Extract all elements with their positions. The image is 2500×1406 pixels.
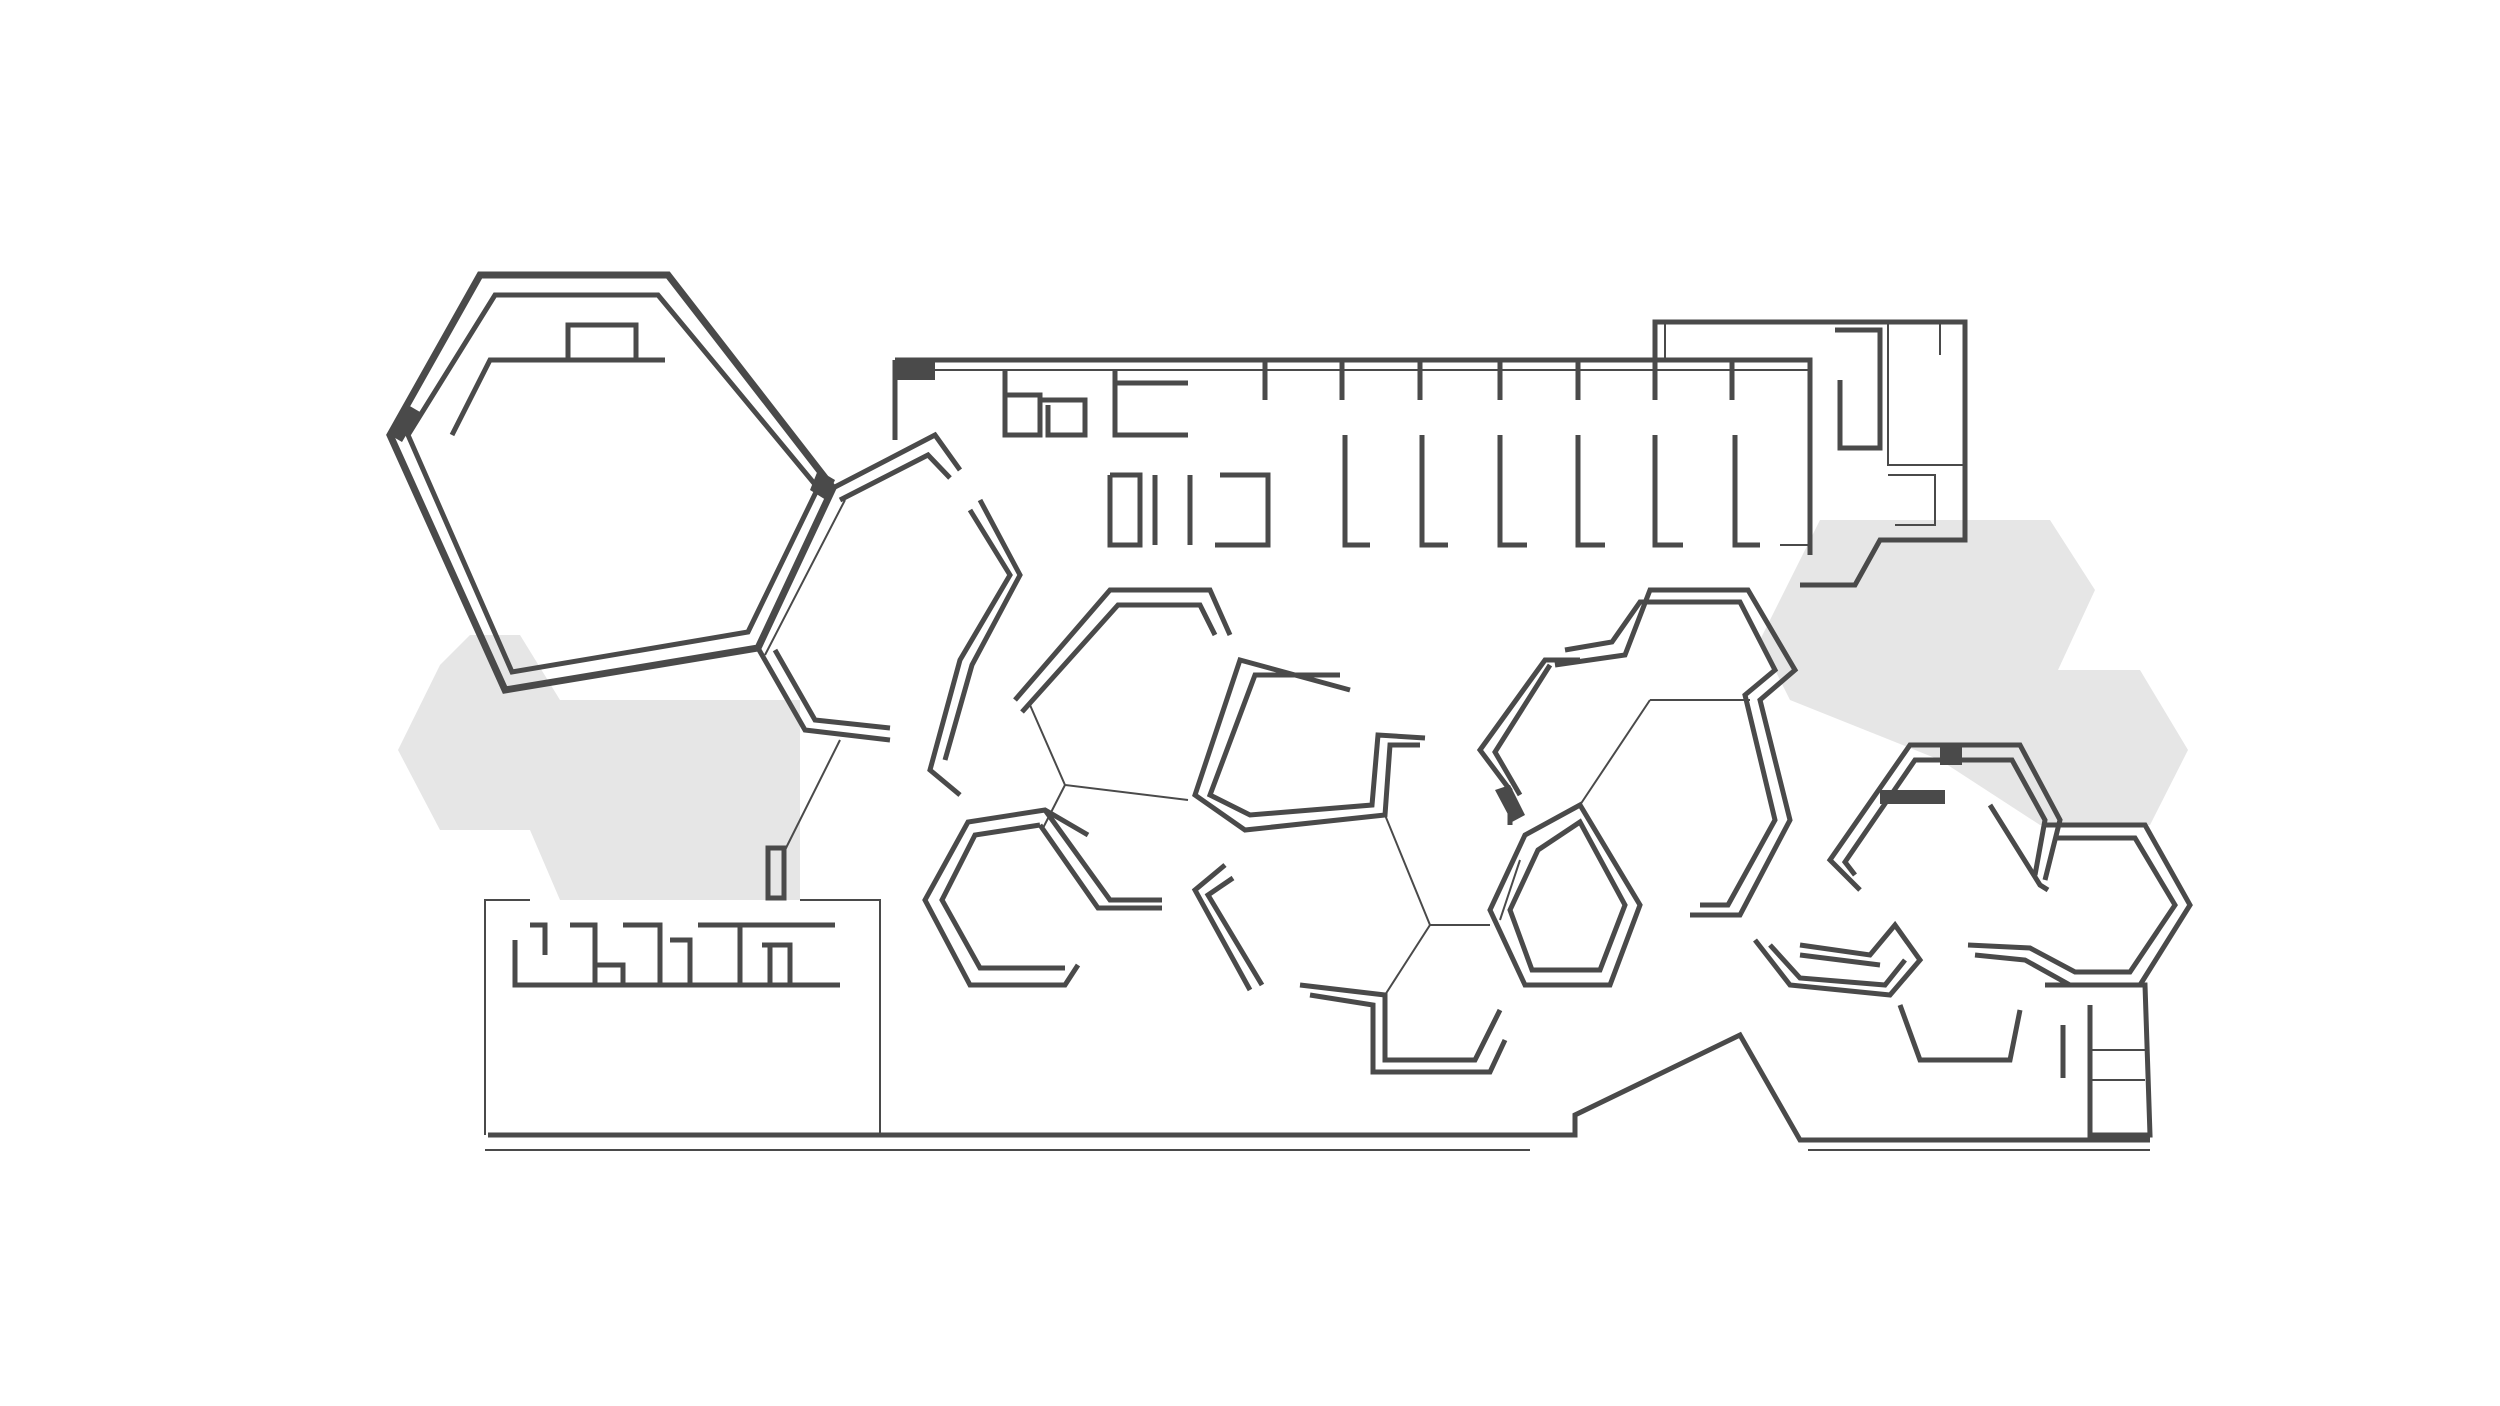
south-block-room-7 [762, 942, 793, 985]
classroom-wing-outline [895, 319, 1968, 588]
shaded-areas [398, 520, 2188, 900]
service-room-3 [1888, 474, 1936, 526]
pod-5-glazing [1579, 699, 1651, 806]
pod-1-inner-wall [942, 498, 1023, 761]
pod-7-partition [1987, 803, 2050, 893]
wc-block-2 [1040, 397, 1088, 438]
pod-4-west-wall [1191, 863, 1253, 992]
classroom-6 [1652, 435, 1683, 548]
site-boundary [485, 1031, 2150, 1151]
hexagon-hall-niche [565, 322, 639, 363]
link-corridor-door [765, 845, 787, 901]
pod-3-inner-wall [1206, 672, 1426, 818]
classroom-1 [1215, 472, 1271, 548]
link-corridor [754, 431, 963, 901]
pod-5-column [1495, 785, 1525, 822]
classroom-2 [1342, 435, 1370, 548]
pod-7-outer-wall [1826, 742, 2063, 892]
pod-6-outer-wall [1554, 587, 1799, 918]
classroom-7 [1732, 435, 1760, 548]
pod-2 [922, 807, 1162, 988]
pod-8-inner-wall [1768, 943, 1907, 988]
pod-8-outer-wall [1753, 920, 1924, 998]
pod-1-north-inner [1020, 602, 1218, 714]
service-room-1 [1835, 327, 1883, 451]
pod-8-service-room [2045, 982, 2153, 1138]
shaded-area-west [398, 635, 800, 900]
pod-5-hexagon [1487, 801, 1643, 988]
pod-7-east-inner [1967, 835, 2178, 975]
pod-3 [1192, 656, 1431, 926]
pod-4 [1191, 863, 1508, 1075]
classroom-wing-corner-column [895, 360, 935, 380]
pod-8-bench [1799, 952, 1881, 968]
wc-block-1 [1002, 370, 1043, 438]
link-corridor-north-wall [831, 431, 963, 491]
pod-5-west-wall [1476, 657, 1580, 825]
pod-1-outer-wall [927, 508, 1013, 797]
south-block-room-5 [670, 937, 693, 985]
pod-5-hexagon-inner [1507, 818, 1628, 973]
south-block [484, 899, 881, 1135]
south-block-room-4 [623, 922, 663, 985]
pod-1 [927, 498, 1233, 831]
hexagon-hall-column-east [810, 470, 835, 500]
south-block-room-2 [570, 922, 598, 985]
pod-2-arm [1042, 808, 1162, 903]
link-corridor-exit [784, 739, 841, 851]
pod-2-inner-wall [939, 822, 1065, 971]
site-boundary-line [488, 1031, 2150, 1143]
link-corridor-glazing-2 [764, 499, 846, 656]
south-block-room-1 [530, 922, 548, 955]
room-end-wall [1655, 357, 1813, 555]
hexagon-hall [386, 271, 838, 694]
pod-1-north-wall [1013, 587, 1233, 702]
hexagon-hall-inner-wall [405, 292, 821, 675]
hexagon-hall-inner-partition [449, 357, 665, 437]
link-corridor-glazing [754, 491, 834, 651]
pod-5 [1476, 657, 1651, 988]
pod-7-column-top [1940, 745, 1962, 765]
pod-6 [1554, 587, 1799, 918]
hexagon-hall-column-west [390, 405, 420, 442]
classroom-4 [1497, 435, 1527, 548]
pod-5-glazing-2 [1499, 859, 1521, 921]
south-block-rooms-baseline [512, 940, 840, 988]
link-corridor-inner-wall [838, 451, 952, 503]
service-room-2 [1887, 322, 1965, 466]
classroom-3 [1419, 435, 1448, 548]
pod-8-south-wall [1897, 1004, 2023, 1063]
pod-1-glazing-2 [1041, 784, 1066, 831]
classroom-5 [1575, 435, 1605, 548]
pod-6-inner-wall [1564, 599, 1779, 908]
pod-4-inner-wall [1309, 992, 1508, 1075]
south-block-west-wall [484, 899, 530, 1135]
south-block-room-6 [698, 922, 743, 985]
pod-8 [1753, 920, 2153, 1138]
pod-4-glazing [1384, 924, 1490, 996]
classroom-wing [892, 319, 1968, 588]
pod-7-inner-wall [1841, 757, 2048, 877]
link-corridor-south-wall [755, 646, 891, 743]
link-corridor-south-inner [772, 648, 891, 731]
room-a-wall [1112, 370, 1188, 438]
store-room [1107, 472, 1143, 548]
pod-4-west-inner [1204, 875, 1265, 987]
pod-5-west-inner [1492, 663, 1553, 797]
shaded-area-east [1760, 520, 2188, 825]
south-block-east-wall [800, 899, 881, 1135]
pod-1-glazing [1029, 704, 1189, 801]
pod-3-outer-wall [1192, 656, 1420, 833]
pod-2-arm-inner [1037, 823, 1162, 911]
pod-7-east-wall [1974, 822, 2193, 988]
pod-7-column-west [1880, 790, 1945, 804]
south-block-room-3 [592, 962, 626, 988]
pod-4-outer-wall [1299, 982, 1503, 1063]
pod-3-glazing [1384, 814, 1431, 926]
